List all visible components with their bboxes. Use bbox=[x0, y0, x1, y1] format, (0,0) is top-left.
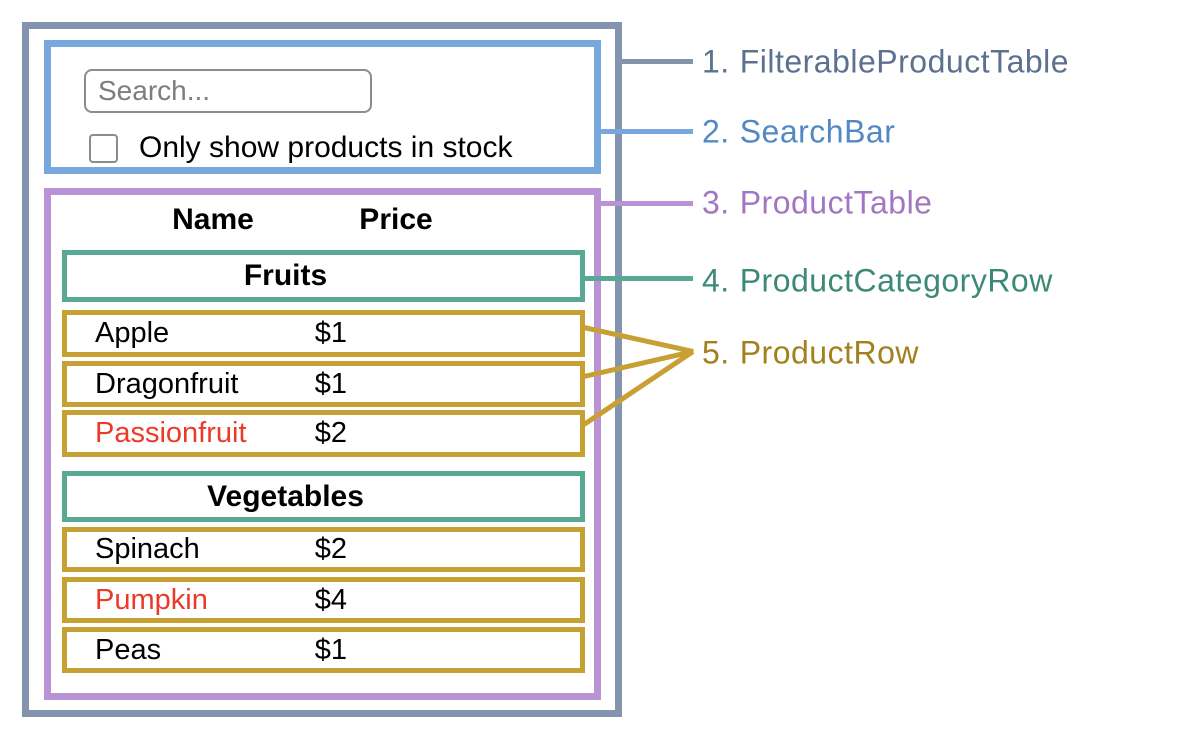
product-row-apple: Apple $1 bbox=[62, 310, 585, 357]
legend-product-row: 5.ProductRow bbox=[702, 335, 919, 372]
connector-product-category-row bbox=[582, 276, 693, 281]
product-category-row-vegetables: Vegetables bbox=[62, 471, 585, 522]
product-price: $1 bbox=[314, 633, 348, 666]
product-price: $2 bbox=[314, 533, 348, 565]
product-name: Spinach bbox=[95, 533, 200, 565]
category-label: Fruits bbox=[243, 259, 328, 292]
product-row-pumpkin: Pumpkin $4 bbox=[62, 577, 585, 623]
product-row-spinach: Spinach $2 bbox=[62, 527, 585, 572]
product-category-row-fruits: Fruits bbox=[62, 250, 585, 302]
product-row-passionfruit: Passionfruit $2 bbox=[62, 410, 585, 457]
product-name-out-of-stock: Passionfruit bbox=[95, 417, 247, 449]
legend-number: 4. bbox=[702, 262, 730, 299]
product-price: $1 bbox=[314, 317, 348, 349]
product-price: $4 bbox=[314, 583, 348, 616]
product-row-dragonfruit: Dragonfruit $1 bbox=[62, 361, 585, 407]
legend-label: SearchBar bbox=[739, 113, 896, 150]
product-name: Peas bbox=[95, 633, 162, 666]
legend-number: 2. bbox=[702, 113, 730, 150]
legend-product-category-row: 4.ProductCategoryRow bbox=[702, 263, 1053, 300]
legend-number: 3. bbox=[702, 184, 730, 221]
connector-filterable-product-table bbox=[617, 59, 693, 64]
legend-label: ProductRow bbox=[739, 334, 919, 371]
legend-label: ProductTable bbox=[739, 184, 933, 221]
legend-label: ProductCategoryRow bbox=[739, 262, 1053, 299]
legend-product-table: 3.ProductTable bbox=[702, 185, 932, 222]
stock-checkbox-label: Only show products in stock bbox=[139, 131, 513, 164]
legend-label: FilterableProductTable bbox=[739, 43, 1070, 80]
product-name: Dragonfruit bbox=[95, 367, 239, 400]
product-name: Apple bbox=[95, 317, 170, 349]
product-row-peas: Peas $1 bbox=[62, 627, 585, 673]
connector-search-bar bbox=[596, 129, 693, 134]
stock-filter-row: Only show products in stock bbox=[89, 131, 513, 165]
legend-number: 5. bbox=[702, 334, 730, 371]
product-price: $2 bbox=[314, 417, 348, 449]
stock-checkbox[interactable] bbox=[89, 133, 118, 163]
legend-search-bar: 2.SearchBar bbox=[702, 114, 895, 151]
column-header-name: Name bbox=[172, 203, 254, 236]
product-price: $1 bbox=[314, 367, 348, 400]
legend-filterable-product-table: 1.FilterableProductTable bbox=[702, 44, 1069, 81]
connector-product-table bbox=[596, 201, 693, 206]
column-header-price: Price bbox=[359, 203, 433, 236]
search-input[interactable] bbox=[84, 69, 372, 113]
legend-number: 1. bbox=[702, 43, 730, 80]
product-name-out-of-stock: Pumpkin bbox=[95, 583, 208, 616]
category-label: Vegetables bbox=[207, 479, 364, 513]
